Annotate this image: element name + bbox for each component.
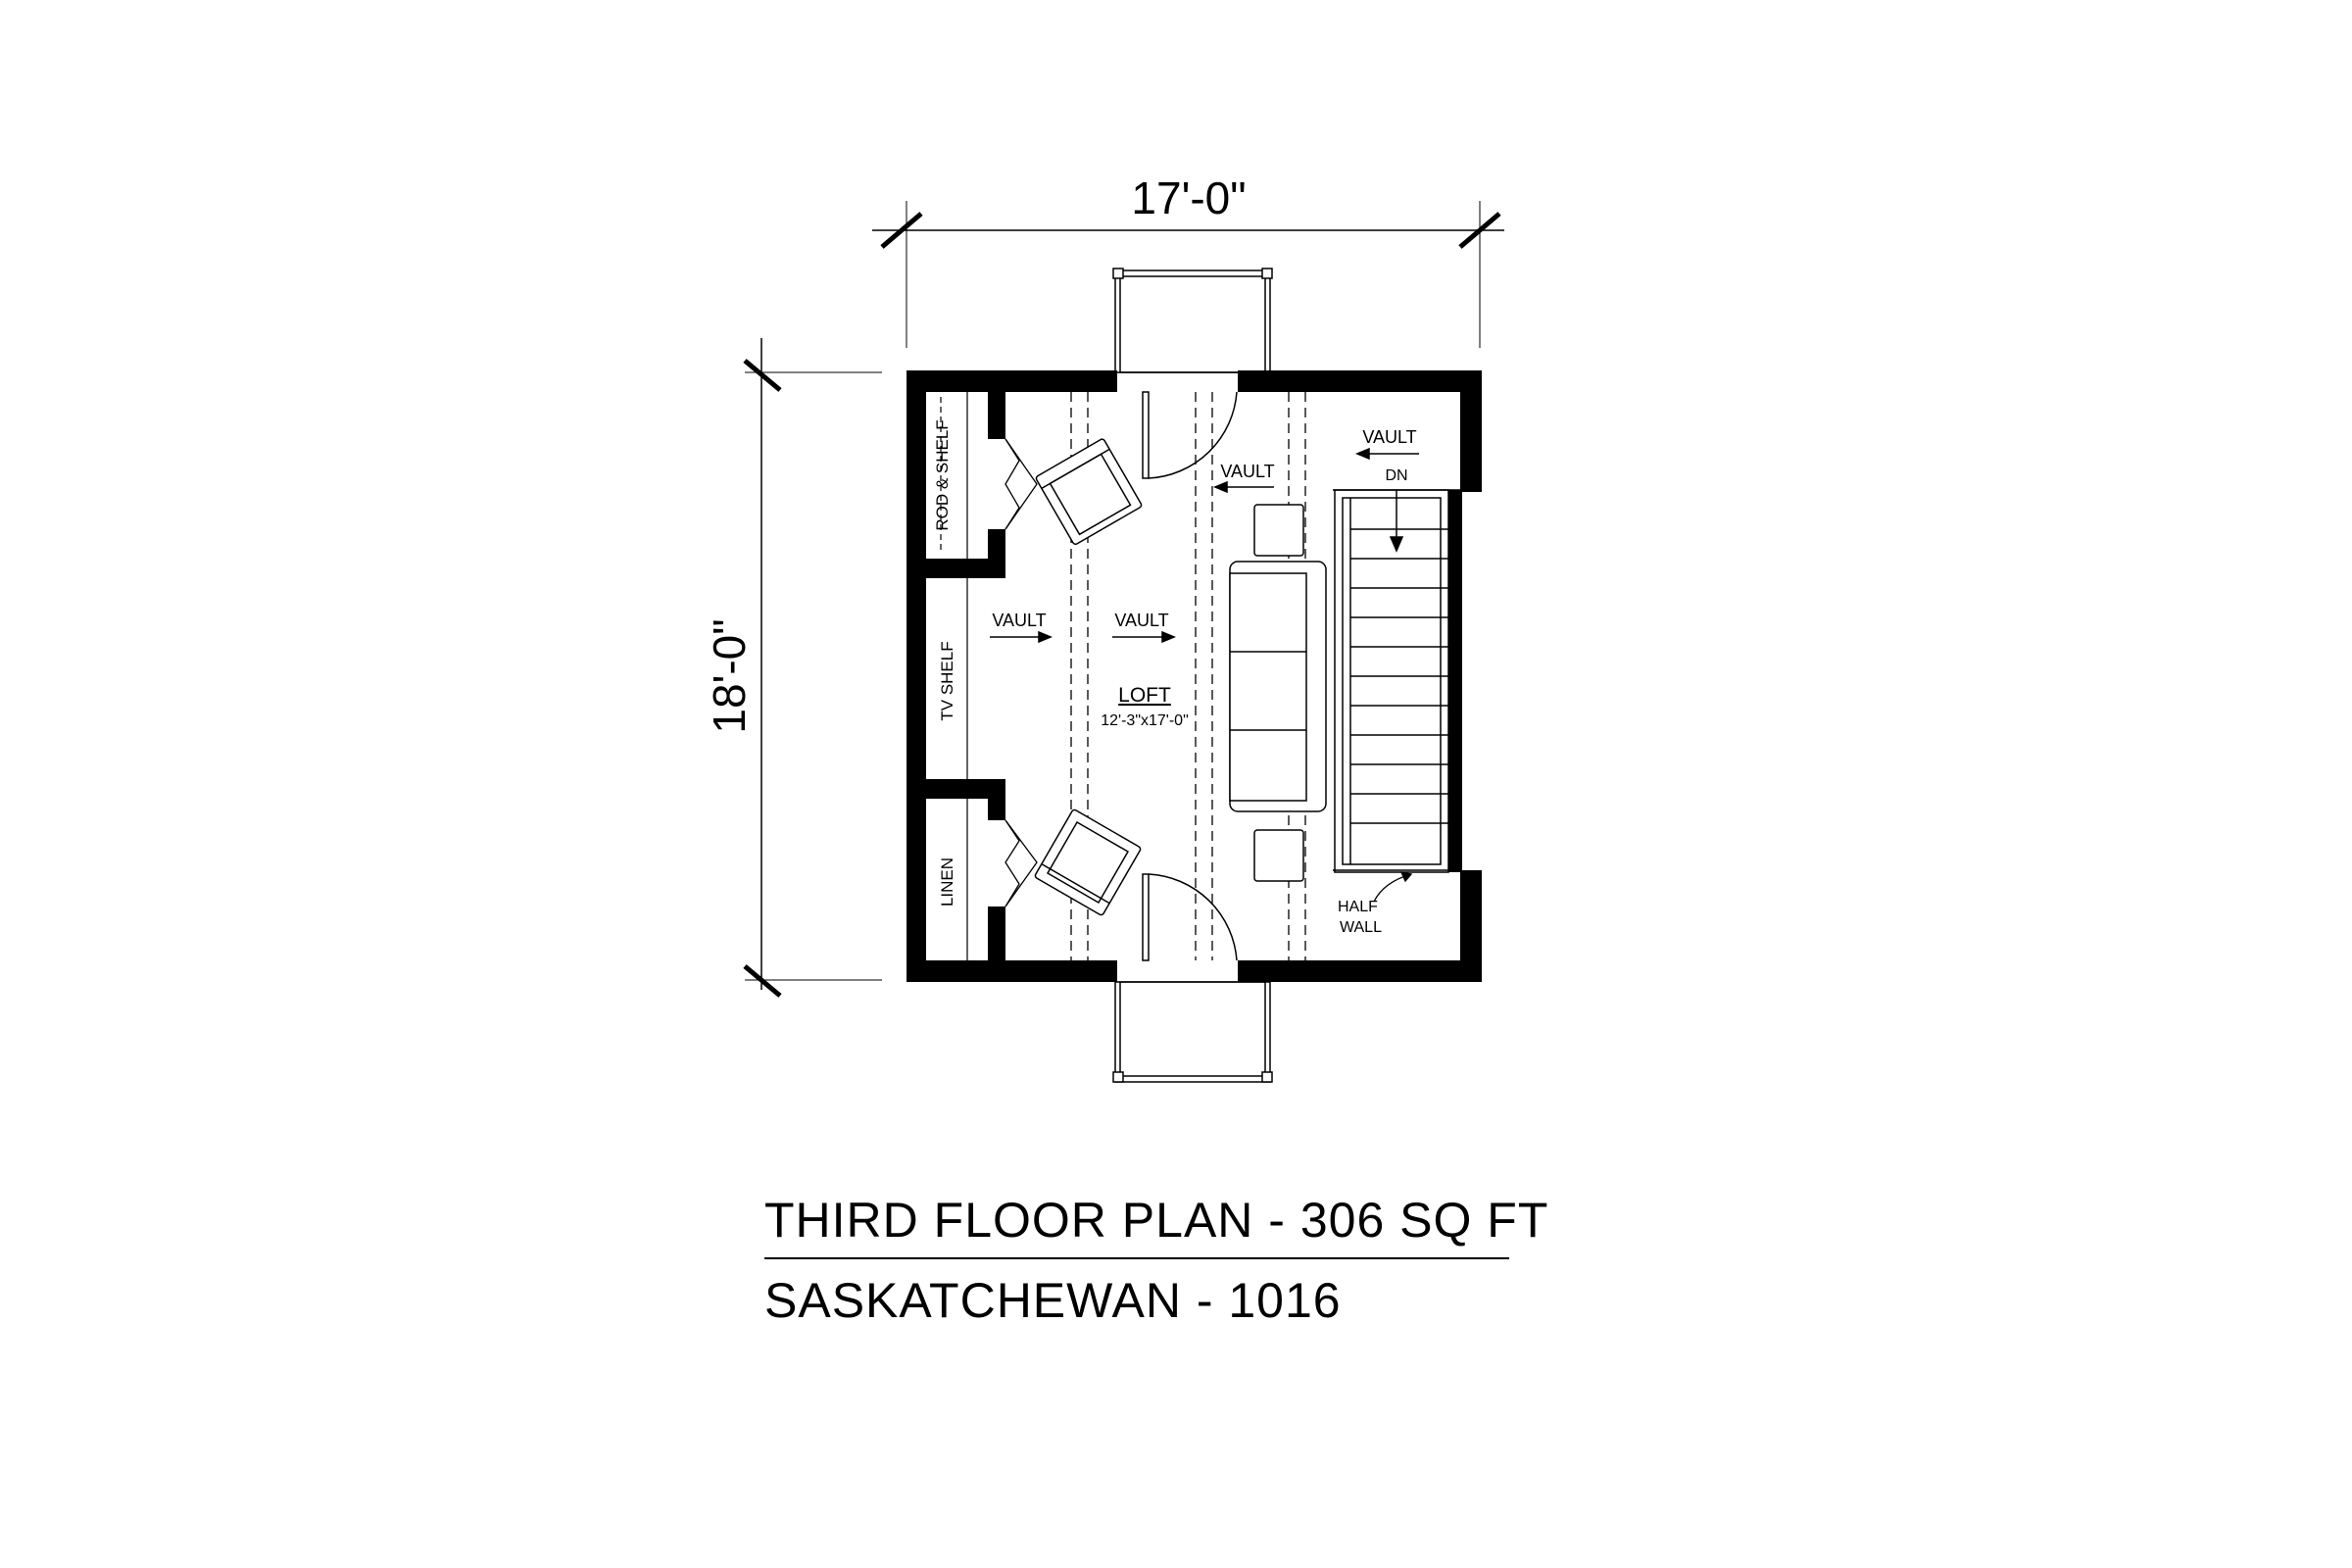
door-top — [1142, 391, 1238, 479]
dimension-depth-label: 18'-0" — [704, 618, 755, 733]
vault-arrows — [990, 447, 1419, 644]
vault-label: VAULT — [1362, 427, 1416, 447]
title-block: THIRD FLOOR PLAN - 306 SQ FT SASKATCHEWA… — [764, 1191, 1549, 1330]
vault-label: VAULT — [992, 611, 1046, 630]
staircase — [1333, 489, 1460, 873]
half-wall-label: HALF WALL — [1338, 899, 1382, 936]
plan-subtitle: SASKATCHEWAN - 1016 — [764, 1273, 1342, 1328]
room-name-loft: LOFT — [1118, 684, 1171, 707]
dimension-width-label: 17'-0" — [1131, 172, 1246, 223]
armchair-bottom — [1034, 808, 1142, 916]
dimension-depth — [743, 338, 882, 998]
interior-walls — [926, 392, 1005, 963]
door-bottom — [1142, 873, 1238, 961]
stair-down-label: DN — [1385, 467, 1407, 484]
room-size-loft: 12'-3"x17'-0" — [1101, 712, 1189, 729]
bifold-door-bottom — [1004, 819, 1038, 907]
dimension-width — [872, 201, 1504, 348]
title-divider — [764, 1257, 1509, 1259]
plan-title: THIRD FLOOR PLAN - 306 SQ FT — [764, 1193, 1549, 1248]
linen-label: LINEN — [938, 858, 956, 906]
end-table-top — [1253, 504, 1304, 557]
vault-label: VAULT — [1114, 611, 1168, 630]
bifold-door-top — [1004, 438, 1038, 530]
exterior-walls — [906, 370, 1482, 982]
half-wall-leader — [1373, 871, 1413, 903]
closet-label-rod-shelf: ROD & SHELF — [933, 419, 952, 530]
end-table-bottom — [1253, 829, 1304, 882]
bottom-balcony — [1112, 981, 1273, 1083]
closet-lines — [940, 392, 968, 960]
top-balcony — [1112, 268, 1273, 373]
stair-down-arrow — [1389, 490, 1404, 553]
sofa — [1229, 561, 1327, 812]
vault-label: VAULT — [1220, 462, 1274, 481]
tv-shelf-label: TV SHELF — [938, 641, 956, 720]
armchair-top — [1035, 438, 1143, 546]
